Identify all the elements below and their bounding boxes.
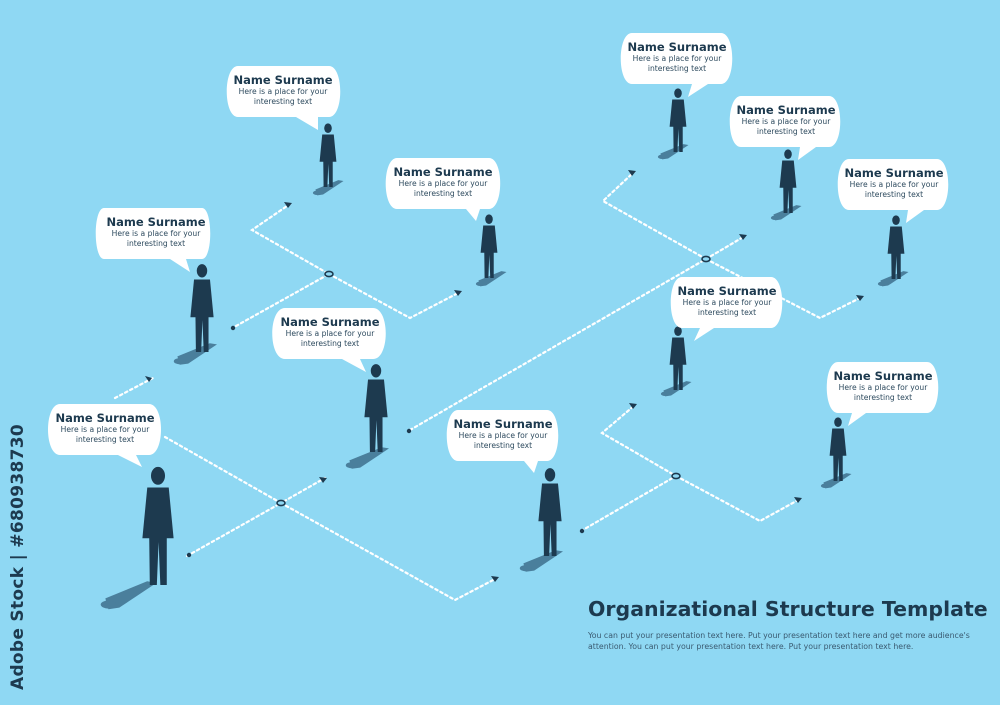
bubble-text-left-top: Name Surname Here is a place for your in… xyxy=(232,73,334,107)
speech-bubble xyxy=(446,410,559,473)
bubble-description: Here is a place for your interesting tex… xyxy=(398,179,488,198)
bubble-text-right-upper: Name Surname Here is a place for your in… xyxy=(735,103,837,137)
junction-nodes xyxy=(276,255,711,507)
figure-shadows xyxy=(100,144,909,610)
connector-trunk xyxy=(279,501,499,602)
endpoint-dot xyxy=(406,428,412,434)
bubble-text-left-mid: Name Surname Here is a place for your in… xyxy=(102,215,210,249)
person-figure xyxy=(319,123,337,187)
connector-left-mid xyxy=(113,376,155,400)
figure-shadow xyxy=(100,581,157,610)
diagram-description: You can put your presentation text here.… xyxy=(588,631,970,651)
bubble-description: Here is a place for your interesting tex… xyxy=(238,87,328,106)
bubble-text-center-low: Name Surname Here is a place for your in… xyxy=(452,417,554,451)
endpoint-dot xyxy=(230,325,236,331)
person-figure xyxy=(887,215,905,279)
connector-left-top xyxy=(234,202,332,328)
connector-right-upper xyxy=(704,234,747,261)
bubble-text-center-top: Name Surname Here is a place for your in… xyxy=(391,165,495,199)
bubble-description: Here is a place for your interesting tex… xyxy=(849,180,939,199)
speech-bubble xyxy=(620,33,733,97)
person-figure xyxy=(779,149,797,213)
connector-root-upper xyxy=(163,435,327,505)
bubble-name: Name Surname xyxy=(280,315,380,329)
bubble-name: Name Surname xyxy=(55,411,155,425)
figure-shadow xyxy=(173,343,217,365)
endpoint-dot xyxy=(186,552,192,558)
figure-shadow xyxy=(312,180,344,196)
speech-bubble xyxy=(729,96,841,160)
person-figure xyxy=(829,417,847,481)
bubble-text-right-low: Name Surname Here is a place for your in… xyxy=(832,369,934,403)
connector-lines xyxy=(113,170,864,602)
speech-bubble xyxy=(272,308,386,372)
bubble-description: Here is a place for your interesting tex… xyxy=(458,431,548,450)
connector-center xyxy=(408,170,709,432)
figure-shadow xyxy=(657,144,689,160)
bubble-text-center-mid: Name Surname Here is a place for your in… xyxy=(278,315,382,349)
speech-bubble xyxy=(226,66,341,130)
speech-bubble xyxy=(670,277,783,341)
bubble-name: Name Surname xyxy=(677,284,777,298)
speech-bubble xyxy=(48,404,161,467)
person-figure xyxy=(190,264,214,352)
person-figure xyxy=(364,364,388,452)
connector-root-lower xyxy=(185,501,283,558)
endpoint-arrow xyxy=(145,376,152,382)
bubble-name: Name Surname xyxy=(844,166,944,180)
junction-node xyxy=(701,255,711,263)
connector-lower-right-2 xyxy=(674,474,802,523)
figures xyxy=(142,88,905,585)
speech-bubble xyxy=(385,158,501,221)
bubble-description: Here is a place for your interesting tex… xyxy=(60,425,150,444)
endpoint-dot xyxy=(579,528,585,534)
connector-left-branch xyxy=(327,272,462,320)
bubble-description: Here is a place for your interesting tex… xyxy=(741,117,831,136)
bubble-text-right-mid: Name Surname Here is a place for your in… xyxy=(676,284,778,318)
bubble-text-right-top: Name Surname Here is a place for your in… xyxy=(626,40,728,74)
speech-bubble xyxy=(95,208,211,272)
bubble-name: Name Surname xyxy=(453,417,553,431)
person-figure xyxy=(480,214,498,278)
connector-lower-right xyxy=(579,403,679,533)
bubble-description: Here is a place for your interesting tex… xyxy=(111,229,201,248)
bubble-description: Here is a place for your interesting tex… xyxy=(838,383,928,402)
stock-watermark-id: Adobe Stock | #680938730 xyxy=(8,423,28,690)
bubble-name: Name Surname xyxy=(736,103,836,117)
speech-bubble xyxy=(826,362,939,426)
junction-node xyxy=(276,499,286,507)
bubble-description: Here is a place for your interesting tex… xyxy=(682,298,772,317)
bubble-text-far-right: Name Surname Here is a place for your in… xyxy=(843,166,945,200)
endpoint-arrow xyxy=(794,497,802,503)
speech-bubbles xyxy=(48,33,949,473)
endpoint-arrow xyxy=(454,290,462,296)
endpoint-arrow xyxy=(628,170,636,176)
bubble-name: Name Surname xyxy=(233,73,333,87)
bubble-description: Here is a place for your interesting tex… xyxy=(285,329,375,348)
bubble-name: Name Surname xyxy=(393,165,493,179)
person-figure xyxy=(669,88,687,152)
person-figure xyxy=(538,468,562,556)
diagram-title: Organizational Structure Template xyxy=(588,597,988,621)
speech-bubble xyxy=(837,159,949,223)
junction-node xyxy=(671,472,681,480)
endpoint-arrow xyxy=(284,202,292,208)
bubble-name: Name Surname xyxy=(106,215,206,229)
junction-node xyxy=(324,270,334,278)
bubble-name: Name Surname xyxy=(833,369,933,383)
connector-endpoints xyxy=(145,170,864,582)
person-figure xyxy=(669,326,687,390)
endpoint-arrow xyxy=(491,576,499,582)
endpoint-arrow xyxy=(856,295,864,301)
person-figure xyxy=(142,466,174,585)
bubble-name: Name Surname xyxy=(627,40,727,54)
endpoint-arrow xyxy=(319,477,327,483)
bubble-text-root: Name Surname Here is a place for your in… xyxy=(53,411,157,445)
endpoint-arrow xyxy=(629,403,637,409)
bubble-description: Here is a place for your interesting tex… xyxy=(632,54,722,73)
endpoint-arrow xyxy=(739,234,747,240)
